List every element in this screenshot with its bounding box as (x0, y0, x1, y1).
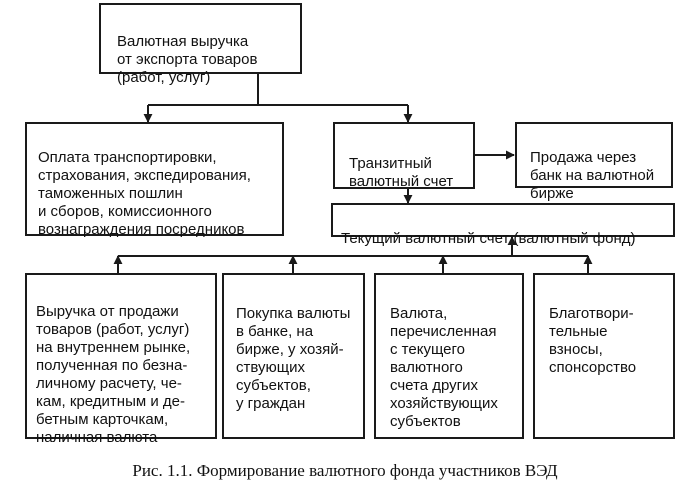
export-revenue-label: Валютная выручка от экспорта товаров (ра… (117, 33, 258, 86)
charity-box: Благотвори- тельные взносы, спонсорство (533, 273, 675, 439)
domestic-revenue-label: Выручка от продажи товаров (работ, услуг… (36, 303, 191, 446)
transit-account-label: Транзитный валютный счет (349, 155, 454, 190)
domestic-revenue-box: Выручка от продажи товаров (работ, услуг… (25, 273, 217, 446)
connector-source-split (148, 74, 408, 106)
transfer-label: Валюта, перечисленная с текущего валютно… (390, 305, 498, 430)
current-account-label: Текущий валютный счет (валютный фонд) (341, 230, 636, 247)
currency-purchase-label: Покупка валюты в банке, на бирже, у хозя… (236, 305, 351, 412)
figure-caption: Рис. 1.1. Формирование валютного фонда у… (132, 461, 558, 480)
transfer-box: Валюта, перечисленная с текущего валютно… (374, 273, 524, 439)
exchange-sale-box: Продажа через банк на валютной бирже (515, 122, 673, 202)
export-revenue-box: Валютная выручка от экспорта товаров (ра… (99, 3, 302, 86)
currency-purchase-box: Покупка валюты в банке, на бирже, у хозя… (222, 273, 365, 439)
charity-label: Благотвори- тельные взносы, спонсорство (549, 305, 637, 376)
payment-box: Оплата транспортировки, страхования, экс… (25, 122, 284, 238)
exchange-sale-label: Продажа через банк на валютной бирже (530, 149, 655, 202)
current-account-box: Текущий валютный счет (валютный фонд) (331, 203, 675, 247)
transit-account-box: Транзитный валютный счет (333, 122, 475, 190)
payment-label: Оплата транспортировки, страхования, экс… (38, 149, 251, 238)
